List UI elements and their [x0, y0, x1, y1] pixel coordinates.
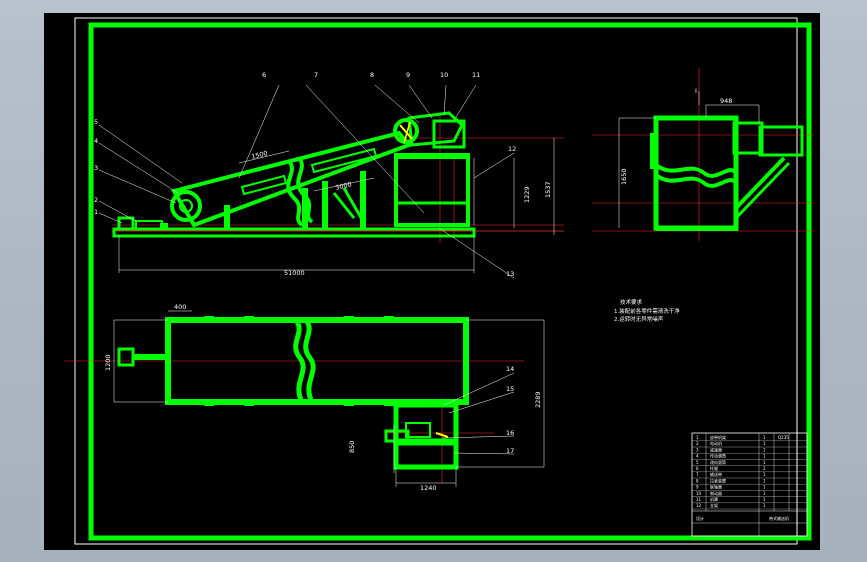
dim-plan-block-height: 850: [348, 441, 356, 453]
title-block-cell: 拉紧装置: [710, 477, 726, 483]
dim-overall-length: 51000: [284, 269, 305, 277]
title-block-cell: 1: [763, 460, 766, 465]
label-12: 12: [508, 145, 516, 153]
title-block-cell: 1: [763, 503, 766, 508]
outer-frame: [74, 17, 798, 545]
notes-heading: 技术要求: [620, 298, 643, 306]
title-block-cell: 1: [763, 441, 766, 446]
side-marker: I: [695, 87, 697, 95]
title-block-cell: 支架: [710, 502, 718, 508]
title-block-cell: 1: [763, 454, 766, 459]
notes-line-1: 1.装配前各零件需清洗干净: [614, 307, 680, 315]
label-8: 8: [370, 71, 374, 79]
title-block-cell: 2: [763, 466, 766, 471]
dim-top-span: 1500: [251, 149, 269, 161]
drawing-border: [88, 22, 812, 541]
title-block-cell: 4: [696, 454, 699, 459]
label-13: 13: [506, 270, 514, 278]
title-block-cell: 电动机: [710, 440, 722, 446]
title-block-cell: 减速器: [710, 446, 722, 452]
title-block-cell: 制动器: [710, 490, 722, 496]
title-block-footer-left: 设计: [696, 515, 704, 521]
label-4: 4: [94, 137, 98, 145]
title-block-cell: 输送带: [710, 471, 722, 477]
label-5: 5: [94, 118, 98, 126]
label-1: 1: [94, 208, 98, 216]
title-block-cell: 皮带机架: [710, 434, 726, 440]
title-block-cell: 8: [696, 478, 699, 483]
title-block-cell: 10: [696, 491, 702, 496]
title-block-cell: 3: [696, 447, 699, 452]
label-9: 9: [406, 71, 410, 79]
notes-line-2: 2.运转时无异常噪声: [614, 315, 664, 323]
title-block-cell: 11: [696, 497, 702, 502]
dim-plan-width: 1200: [104, 354, 112, 371]
title-block-cell: 12: [696, 503, 702, 508]
title-block-cell: 1: [763, 447, 766, 452]
title-block-cell: 1: [763, 485, 766, 490]
title-block-cell: 1: [763, 472, 766, 477]
technical-notes: 技术要求 1.装配前各零件需清洗干净 2.运转时无异常噪声: [614, 298, 680, 323]
dim-plan-block-width: 1240: [420, 484, 437, 492]
dim-side-height: 1650: [620, 168, 628, 185]
title-block-cell: 改向滚筒: [710, 459, 726, 465]
label-14: 14: [506, 365, 514, 373]
title-block-cell: Q235: [778, 435, 789, 440]
title-block-cell: 传动滚筒: [710, 453, 726, 459]
dim-height-mid: 1229: [523, 186, 531, 203]
title-block-cell: 9: [696, 485, 699, 490]
title-block-cell: 1: [696, 435, 699, 440]
title-block-cell: 机罩: [710, 496, 718, 502]
title-block-cell: 1: [763, 478, 766, 483]
dim-plan-offset: 400: [174, 303, 186, 311]
label-17: 17: [506, 447, 514, 455]
title-block-cell: 1: [763, 497, 766, 502]
dim-incline: 3000: [335, 180, 353, 192]
title-block: 1 皮带机架 1 Q235 2 电动机 1 3 减速器 1 4 传动滚筒 1 5 改向滚筒 1 6 托辊 2 7 输送带…: [691, 432, 808, 537]
label-11: 11: [472, 71, 480, 79]
title-block-cell: 1: [763, 435, 766, 440]
plan-view: 14 15 16 17 400 1200 2289 850 1240: [64, 303, 545, 492]
title-block-cell: 6: [696, 466, 699, 471]
title-block-footer-right: 带式输送机: [769, 515, 789, 521]
dim-side-width: 948: [720, 97, 732, 105]
title-block-cell: 托辊: [710, 465, 718, 471]
label-3: 3: [94, 164, 98, 172]
label-7: 7: [314, 71, 318, 79]
elevation-view: 6 7 8 9 10 11 5 4 3 2 1 12 13 1500 3000 …: [94, 71, 564, 279]
label-6: 6: [262, 71, 266, 79]
label-15: 15: [506, 385, 514, 393]
cad-drawing-viewport[interactable]: 6 7 8 9 10 11 5 4 3 2 1 12 13 1500 3000 …: [44, 13, 820, 550]
side-view: 948 I 1650: [592, 68, 814, 241]
label-2: 2: [94, 196, 98, 204]
label-10: 10: [440, 71, 448, 79]
title-block-cell: 2: [696, 441, 699, 446]
drawing-canvas: 6 7 8 9 10 11 5 4 3 2 1 12 13 1500 3000 …: [64, 17, 814, 545]
title-block-cell: 5: [696, 460, 699, 465]
title-block-cell: 7: [696, 472, 699, 477]
title-block-cell: 联轴器: [710, 484, 722, 490]
label-16: 16: [506, 429, 514, 437]
dim-height-tall: 1537: [544, 181, 552, 198]
dim-plan-total-height: 2289: [534, 391, 542, 408]
title-block-cell: 1: [763, 491, 766, 496]
